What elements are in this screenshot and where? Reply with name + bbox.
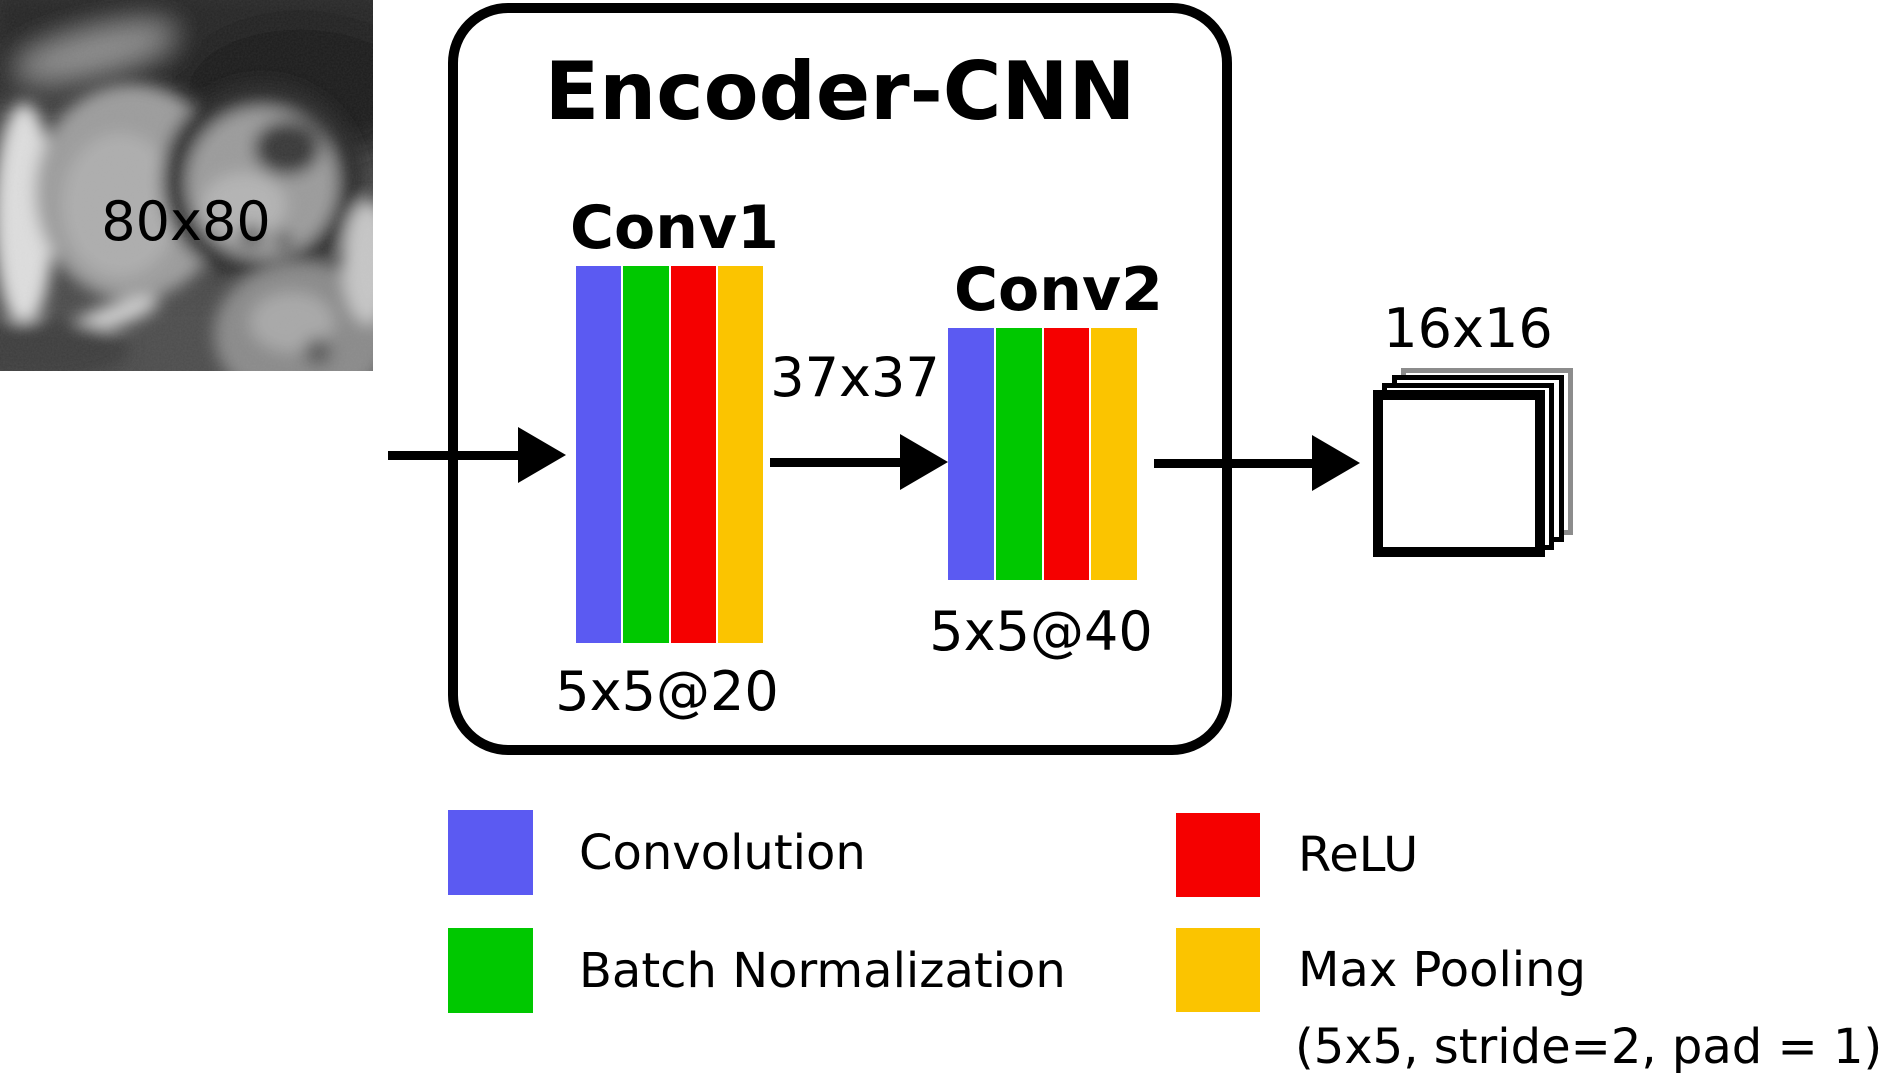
encoder-cnn-title: Encoder-CNN	[544, 45, 1136, 138]
encoder-cnn-box	[448, 3, 1232, 755]
conv2-label: Conv2	[954, 255, 1163, 325]
legend-label-batch-normalization: Batch Normalization	[579, 942, 1066, 999]
layer-bar-batch-norm	[995, 328, 1042, 580]
feature-map-sheet-front	[1373, 390, 1545, 557]
conv1-label: Conv1	[570, 193, 779, 263]
legend-label-convolution: Convolution	[579, 824, 866, 881]
arrow-conv2-to-output-head-icon	[1312, 435, 1360, 491]
layer-bar-convolution	[576, 266, 622, 643]
legend-note-max-pooling-params: (5x5, stride=2, pad = 1)	[1295, 1019, 1883, 1075]
arrow-conv1-to-conv2-icon	[770, 458, 904, 467]
legend-label-relu: ReLU	[1298, 827, 1419, 883]
layer-bar-max-pooling	[1091, 328, 1137, 580]
legend-swatch-relu	[1176, 813, 1260, 897]
legend-swatch-convolution	[448, 810, 533, 895]
layer-bar-max-pooling	[717, 266, 763, 643]
legend-label-max-pooling: Max Pooling	[1298, 942, 1587, 998]
output-size-label: 16x16	[1383, 297, 1553, 360]
mri-input-image	[0, 0, 373, 371]
intermediate-size-label: 37x37	[770, 346, 940, 409]
arrow-input-to-conv1-head-icon	[518, 427, 566, 483]
layer-bar-convolution	[948, 328, 994, 580]
layer-bar-batch-norm	[623, 266, 669, 643]
conv2-kernel-label: 5x5@40	[929, 600, 1153, 663]
arrow-conv2-to-output-icon	[1154, 459, 1314, 468]
input-size-label: 80x80	[101, 190, 271, 253]
legend-swatch-max-pooling	[1176, 928, 1260, 1012]
layer-bar-relu	[1043, 328, 1090, 580]
conv1-kernel-label: 5x5@20	[555, 660, 779, 723]
conv1-layer-stack	[576, 266, 763, 643]
legend-swatch-batch-normalization	[448, 928, 533, 1013]
arrow-conv1-to-conv2-head-icon	[900, 434, 948, 490]
conv2-layer-stack	[948, 328, 1137, 580]
layer-bar-relu	[670, 266, 716, 643]
